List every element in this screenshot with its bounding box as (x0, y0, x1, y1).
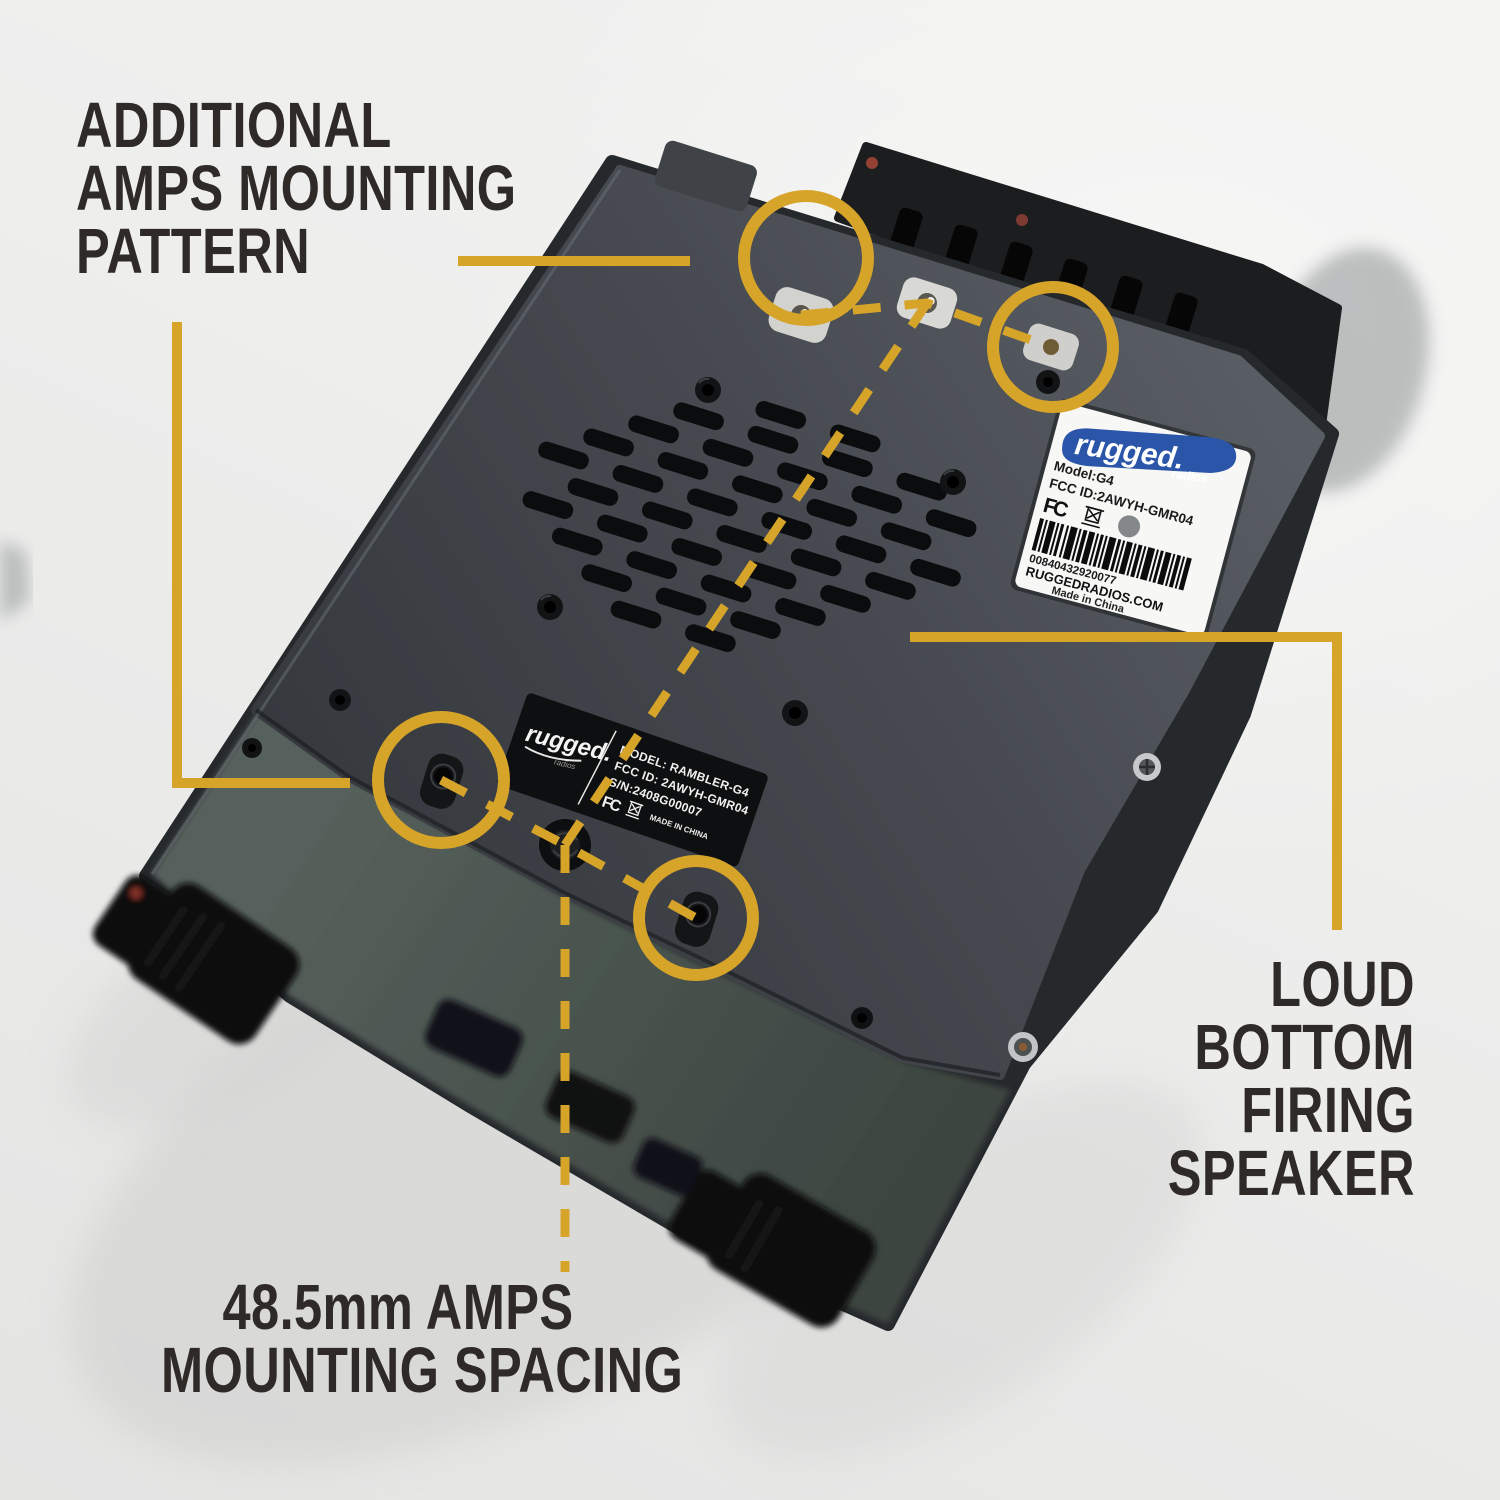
leader-left (172, 322, 350, 788)
svg-text:radios: radios (1171, 467, 1209, 486)
side-screws (1008, 753, 1161, 1062)
callout-bottom-firing-speaker: LOUD BOTTOM FIRING SPEAKER (1167, 948, 1415, 1209)
callout-mounting-spacing: 48.5mm AMPS MOUNTING SPACING (161, 1271, 684, 1406)
leader-right (910, 632, 1342, 930)
dashed-diagonal (561, 300, 931, 848)
callout-line: PATTERN (76, 215, 311, 287)
callout-line: BOTTOM (1194, 1011, 1415, 1083)
plate-screws (242, 370, 1060, 1029)
front-knobs (92, 875, 876, 1328)
callout-line: 48.5mm AMPS (222, 1271, 574, 1343)
annotation-overlay (172, 190, 1342, 1272)
rugged-radios-logo: rugged. radios (1062, 428, 1237, 486)
mount-circle-top-left (738, 190, 874, 326)
callout-line: ADDITIONAL (76, 89, 392, 161)
mount-circle-bottom-left (372, 711, 510, 849)
mount-circle-top-right (987, 281, 1119, 413)
mount-circle-bottom-right (633, 855, 759, 981)
front-panel-band (152, 712, 1010, 1324)
top-edge-tab (655, 140, 757, 212)
plate-left-edge-highlight (150, 169, 622, 875)
callout-line: AMPS MOUNTING (76, 152, 517, 224)
white-regulatory-sticker: rugged. radios Model:G4 FCC ID:2AWYH-GMR… (1010, 398, 1256, 640)
callout-line: SPEAKER (1167, 1137, 1415, 1209)
black-model-label: rugged. radios MODEL: RAMBLER-G4 FCC ID:… (497, 693, 768, 867)
label-weee-bin-icon (625, 800, 644, 820)
weee-bin-icon (1081, 505, 1105, 529)
barcode (1031, 518, 1192, 591)
callout-line: LOUD (1270, 948, 1415, 1020)
background-object (0, 540, 30, 622)
callout-amps-mounting-pattern: ADDITIONAL AMPS MOUNTING PATTERN (76, 89, 517, 287)
callout-line: MOUNTING SPACING (161, 1334, 684, 1406)
plate-seam (254, 708, 1001, 1077)
speaker-vent-slots (522, 401, 977, 652)
callout-line: FIRING (1241, 1074, 1415, 1146)
sticker-dot (1118, 515, 1141, 538)
